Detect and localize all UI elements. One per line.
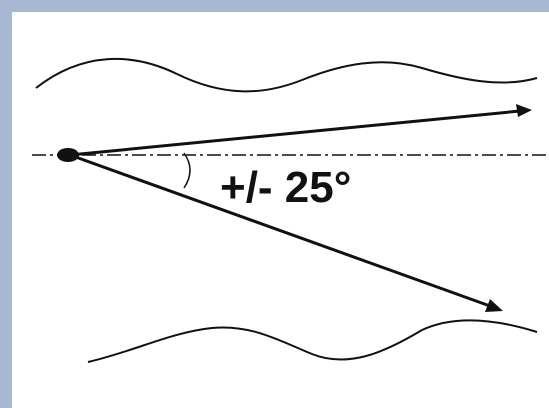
beam-angle-diagram: +/- 25° <box>32 57 549 363</box>
top-wave-boundary <box>35 57 538 93</box>
upper-arrow-line <box>69 109 521 157</box>
upper-arrowhead <box>516 104 532 117</box>
lower-arrow-line <box>69 153 491 308</box>
lower-arrowhead <box>485 299 503 312</box>
angle-label: +/- 25° <box>220 163 351 212</box>
diagram-panel: +/- 25° <box>12 12 549 408</box>
source-point <box>57 148 79 162</box>
angle-arc <box>183 152 191 189</box>
bottom-wave-boundary <box>87 319 538 363</box>
